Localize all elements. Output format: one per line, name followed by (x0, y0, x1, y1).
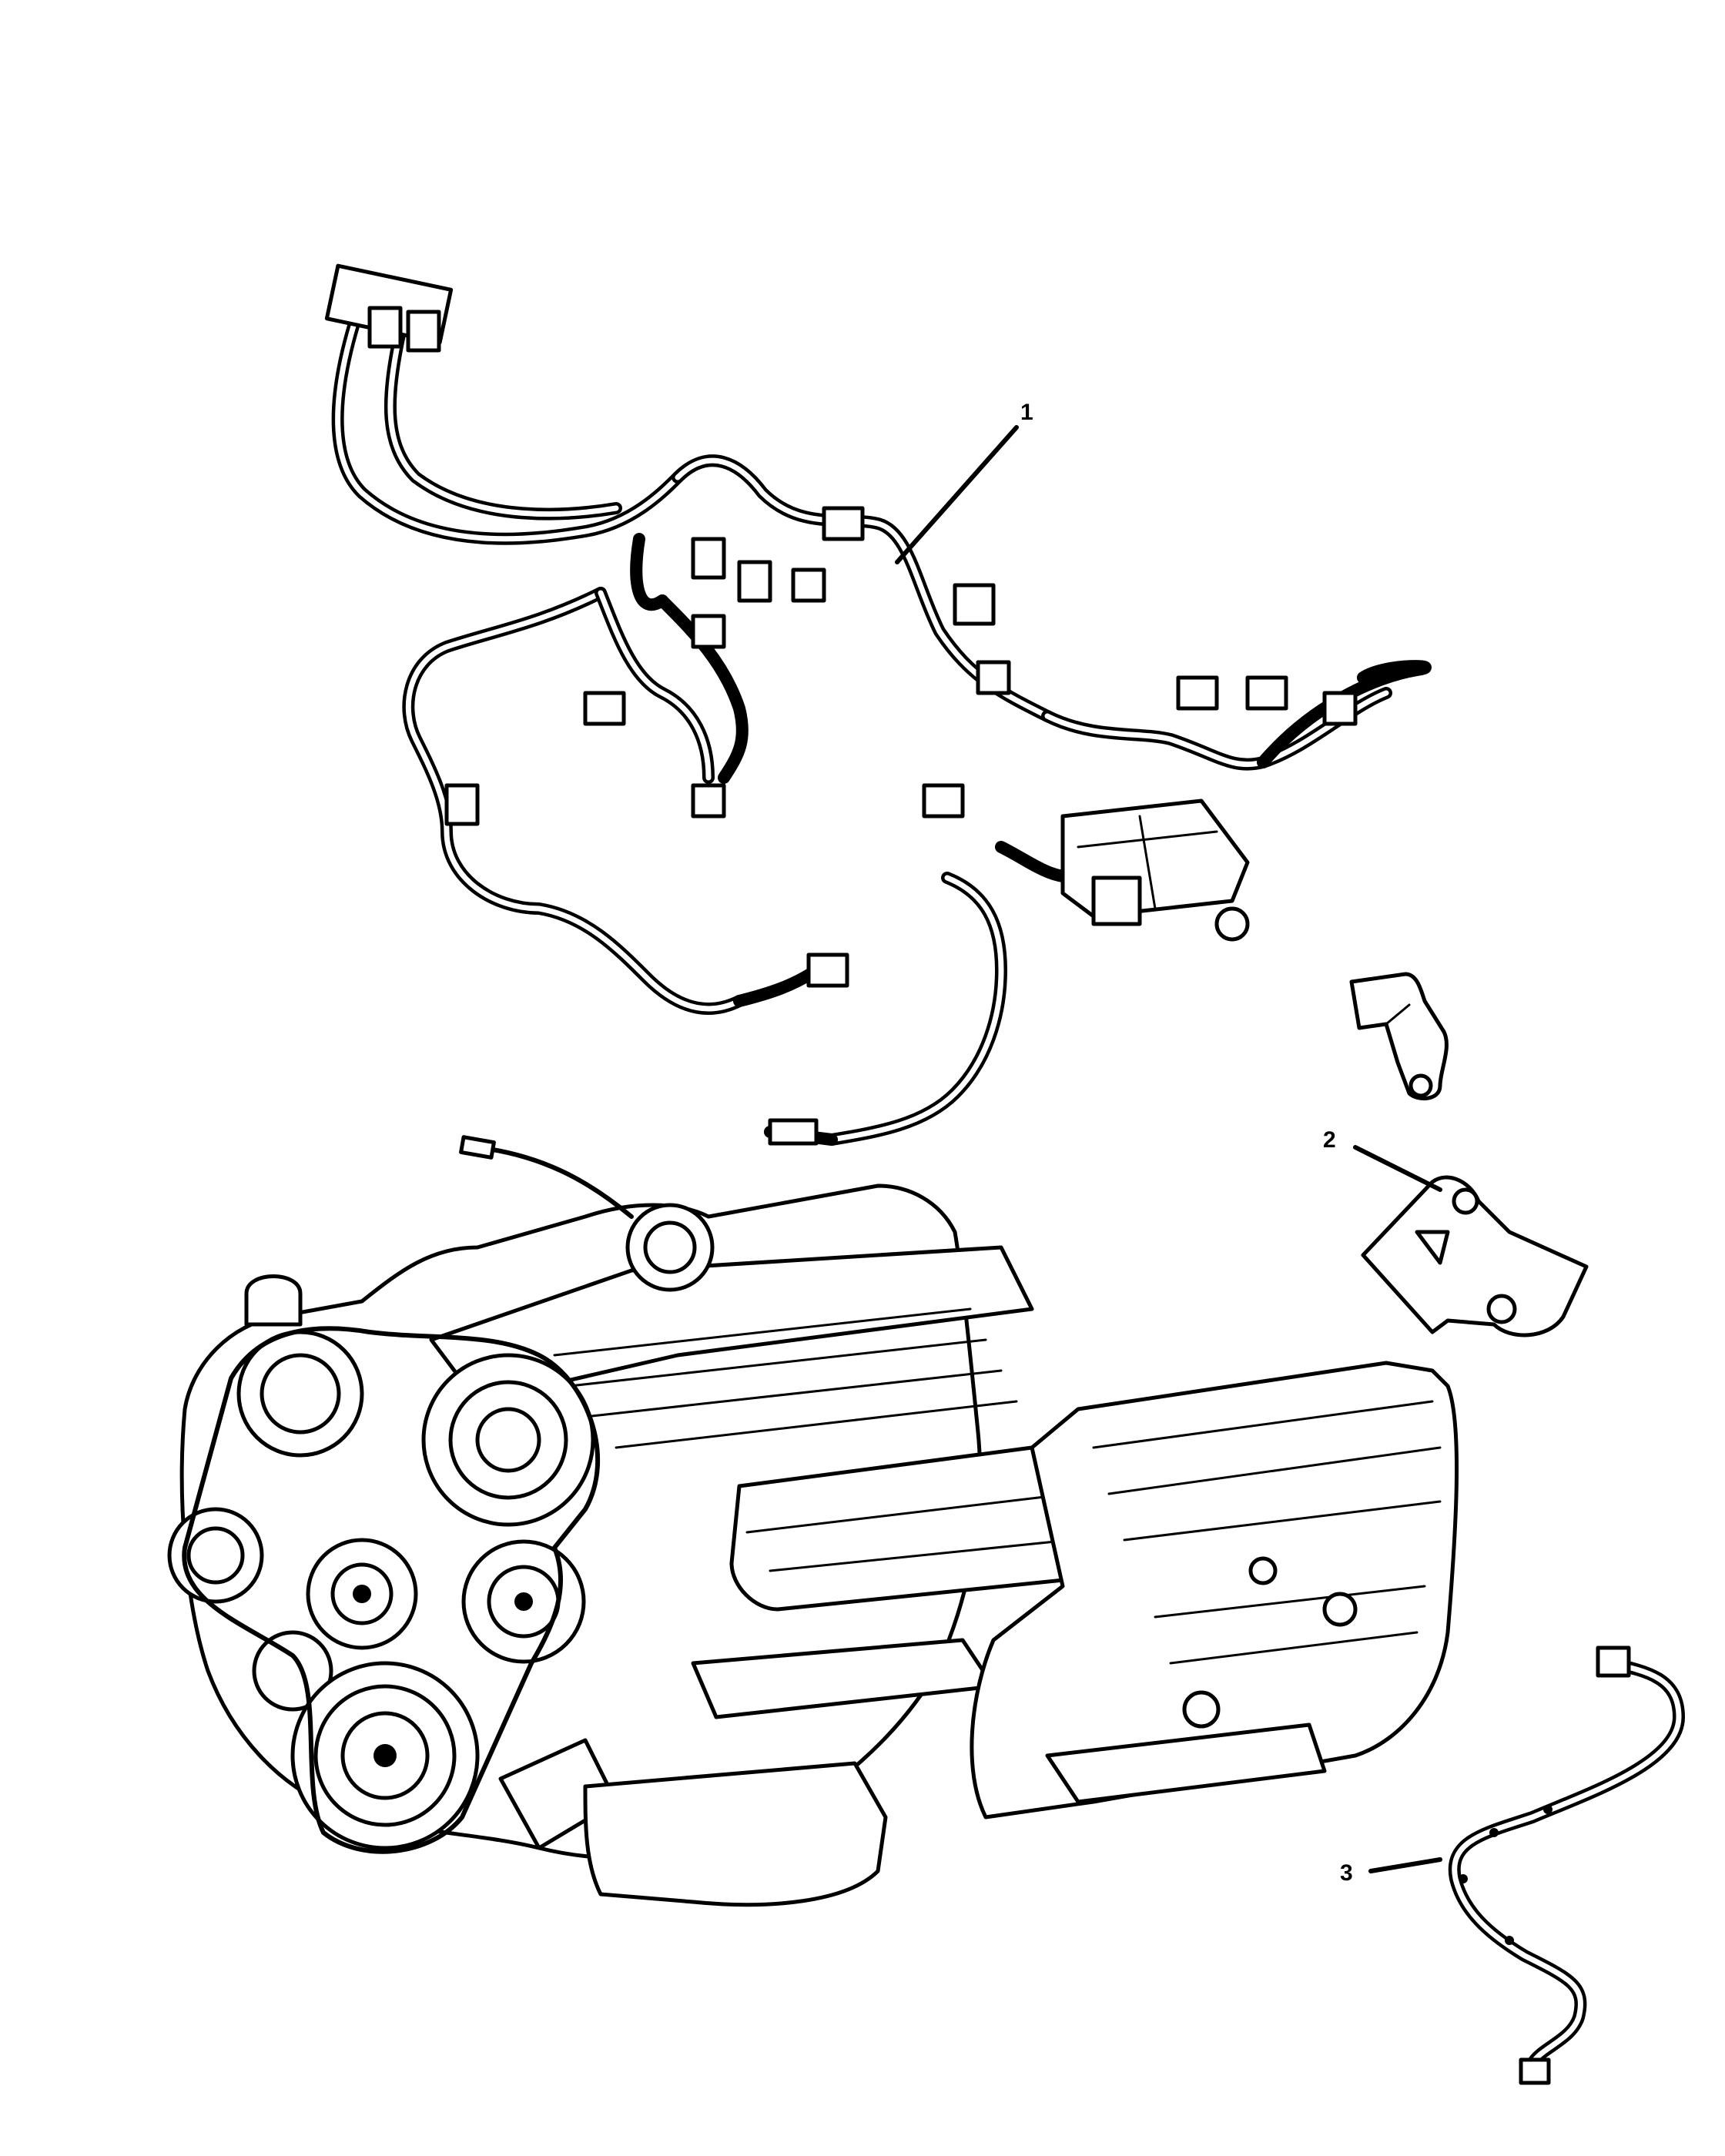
callout-label-1: 1 (1020, 400, 1033, 425)
pulley-tensioner (306, 1538, 418, 1650)
power-distribution-center (1060, 798, 1250, 942)
transmission-assembly (970, 1361, 1459, 1820)
pulley-water-pump (252, 1630, 333, 1712)
bracket-upper (1349, 972, 1449, 1101)
jumper-harness-connector-top (1596, 1645, 1631, 1678)
callout-leader-2 (1353, 1145, 1442, 1192)
pulley-power-steering (461, 1539, 586, 1664)
pulley-alternator (236, 1330, 364, 1458)
callout-leader-3 (1368, 1857, 1442, 1873)
serpentine-belt (182, 1326, 600, 1854)
bracket-lower (1361, 1175, 1589, 1337)
pulley-ac-compressor (421, 1353, 595, 1527)
pulley-crankshaft (290, 1661, 480, 1850)
engine-wiring-harness (324, 263, 1432, 1146)
transmission-jumper-harness (1448, 1645, 1685, 2085)
harness-connector (324, 263, 454, 353)
pulley-idler (167, 1507, 264, 1604)
jumper-harness-connector-bottom (1519, 2057, 1551, 2085)
callout-label-3: 3 (1340, 1860, 1353, 1886)
callout-label-2: 2 (1323, 1127, 1336, 1153)
callout-leader-1 (895, 425, 1019, 564)
engine-assembly (167, 1135, 1080, 1907)
